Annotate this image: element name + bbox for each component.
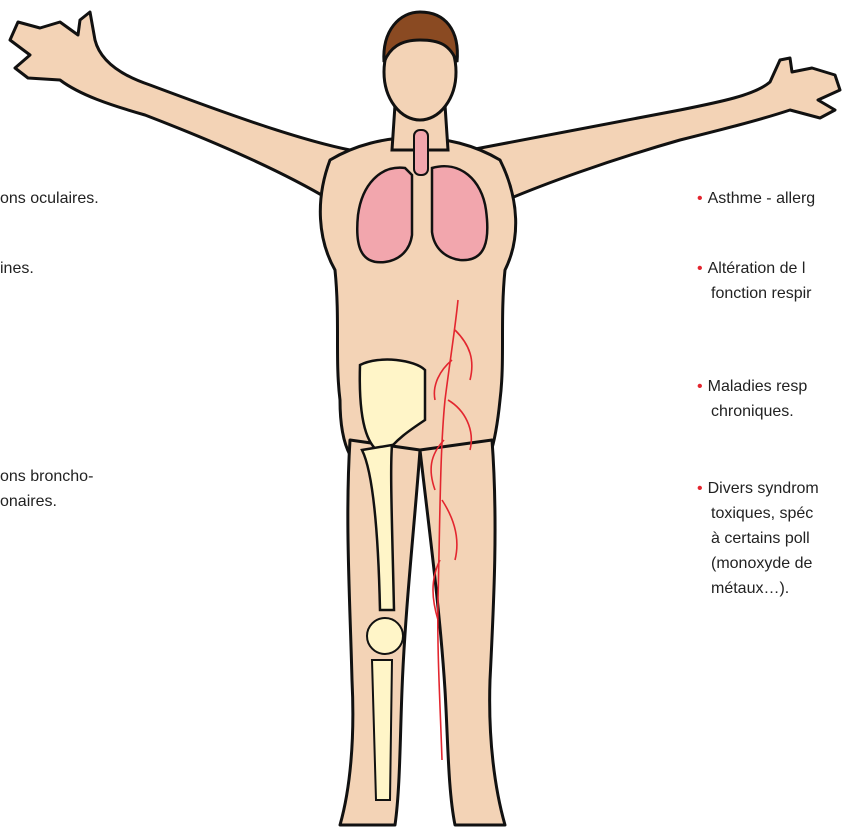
label-line: fonction respir <box>697 281 812 306</box>
label-line: à certains poll <box>697 526 819 551</box>
knee-bone <box>367 618 403 654</box>
right-arm <box>470 58 840 205</box>
label-line: métaux…). <box>697 576 819 601</box>
label-left-skin: ines. <box>0 256 34 281</box>
bullet-icon: • <box>697 260 703 277</box>
label-right-respiratory-function: •Altération de l fonction respir <box>697 256 812 306</box>
label-line: ons broncho- <box>0 464 93 489</box>
label-line: (monoxyde de <box>697 551 819 576</box>
label-line: chroniques. <box>697 399 807 424</box>
left-arm <box>10 12 350 200</box>
label-left-bronchopulmonary: ons broncho- onaires. <box>0 464 93 514</box>
bullet-icon: • <box>697 480 703 497</box>
label-right-chronic-diseases: •Maladies resp chroniques. <box>697 374 807 424</box>
right-leg <box>420 440 505 825</box>
bullet-icon: • <box>697 378 703 395</box>
bullet-icon: • <box>697 190 703 207</box>
label-left-ocular: ons oculaires. <box>0 186 99 211</box>
label-line: toxiques, spéc <box>697 501 819 526</box>
trachea <box>414 130 428 175</box>
label-right-toxic-syndromes: •Divers syndrom toxiques, spéc à certain… <box>697 476 819 601</box>
label-right-asthma: •Asthme - allerg <box>697 186 815 211</box>
label-line: onaires. <box>0 489 93 514</box>
tibia-bone <box>372 660 392 800</box>
